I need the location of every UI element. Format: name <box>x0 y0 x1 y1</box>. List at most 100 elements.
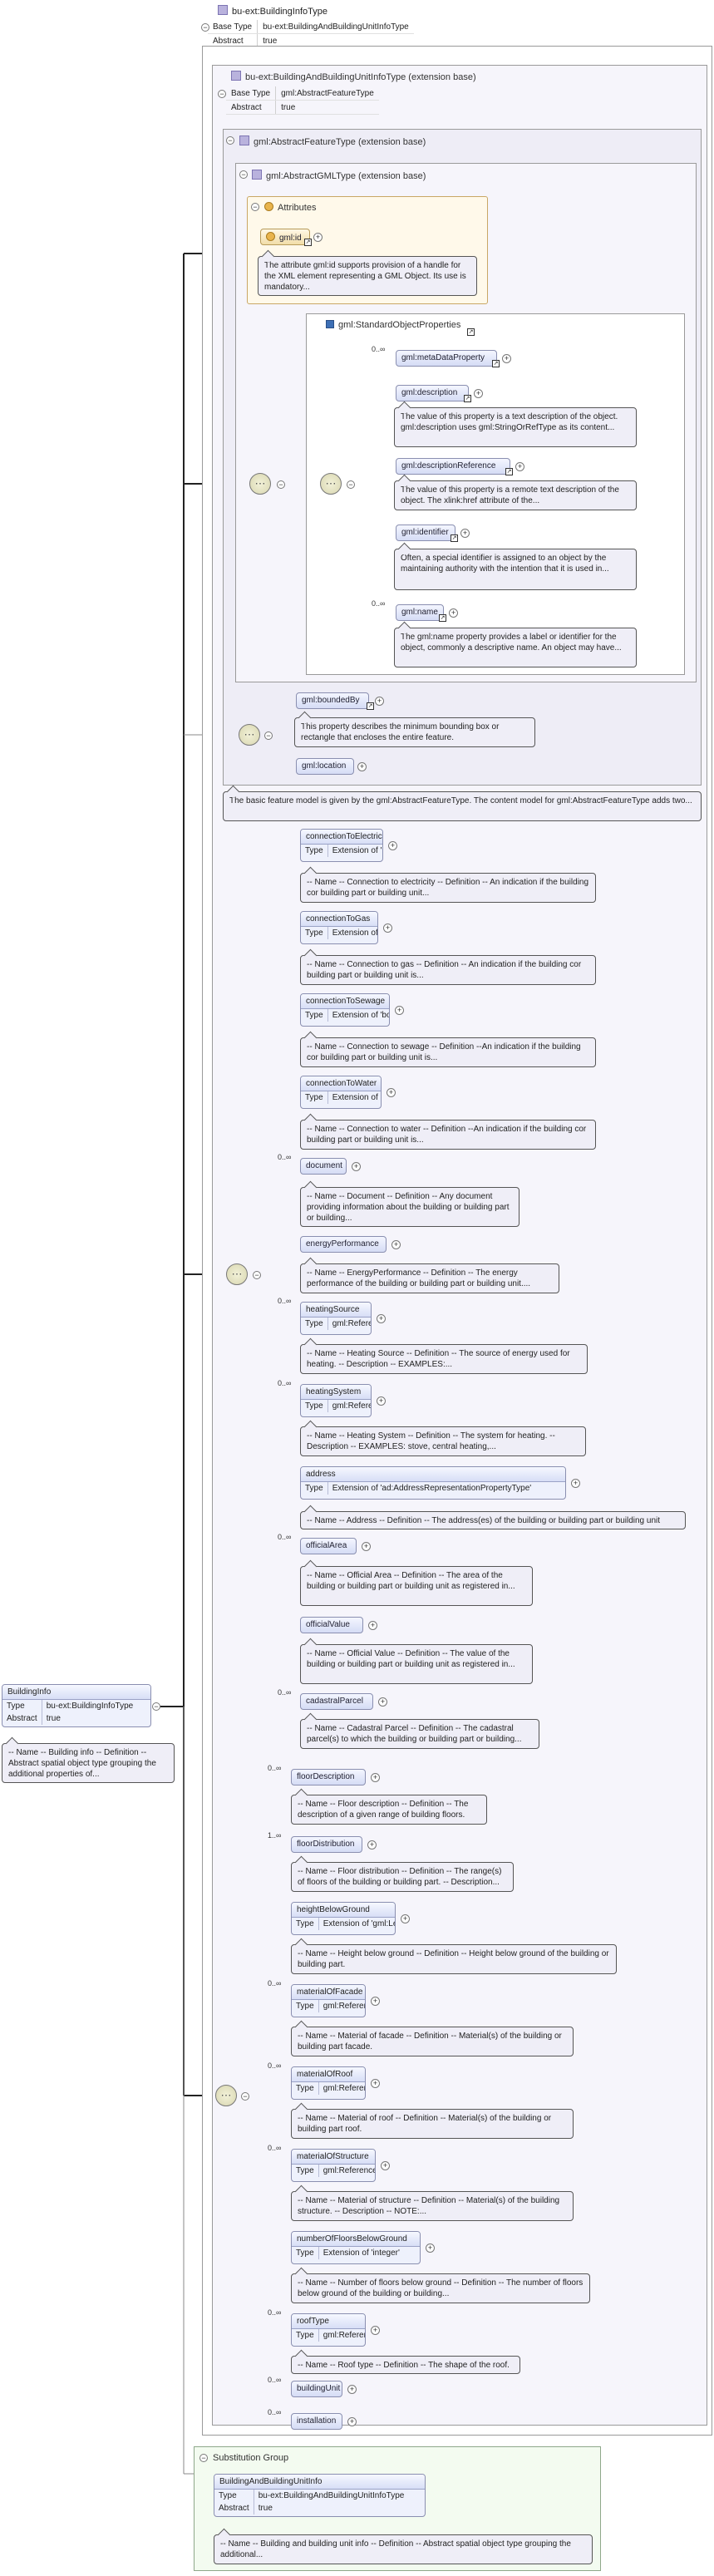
reference-icon: ↗ <box>464 395 471 402</box>
expand-button[interactable]: + <box>387 1088 396 1097</box>
type-label: Type <box>214 2490 254 2502</box>
collapse-toggle[interactable]: − <box>218 90 226 98</box>
expand-button[interactable]: + <box>352 1162 361 1171</box>
expand-button[interactable]: + <box>391 1240 401 1249</box>
gml-id-attribute[interactable]: gml:id <box>260 229 310 245</box>
element-buildingunit[interactable]: buildingUnit <box>291 2381 342 2397</box>
collapse-toggle[interactable]: − <box>241 2092 249 2101</box>
element-gml-descriptionreference[interactable]: gml:descriptionReference <box>396 458 510 475</box>
complex-type-icon <box>231 71 241 81</box>
documentation-text: -- Name -- Connection to water -- Defini… <box>307 1125 587 1145</box>
expand-button[interactable]: + <box>388 841 397 850</box>
expand-button[interactable]: + <box>347 2385 357 2394</box>
expand-button[interactable]: + <box>571 1479 580 1488</box>
expand-button[interactable]: + <box>460 529 470 538</box>
expand-button[interactable]: + <box>502 354 511 363</box>
type-value: gml:ReferenceType <box>323 2002 365 2011</box>
element-officialvalue[interactable]: officialValue <box>300 1617 363 1633</box>
element-gml-name[interactable]: gml:name <box>396 604 444 621</box>
expand-button[interactable]: + <box>395 1006 404 1015</box>
documentation-text: -- Name -- Floor distribution -- Definit… <box>298 1867 502 1887</box>
documentation-text: Often, a special identifier is assigned … <box>401 554 609 574</box>
element-floordescription[interactable]: floorDescription <box>291 1769 366 1785</box>
documentation-note: -- Name -- Material of facade -- Definit… <box>291 2020 574 2056</box>
element-floordistribution[interactable]: floorDistribution <box>291 1836 362 1853</box>
expand-button[interactable]: + <box>377 1396 386 1406</box>
type-value: gml:ReferenceType <box>332 1401 371 1411</box>
type-label: Type <box>2 1700 42 1712</box>
expand-button[interactable]: + <box>515 462 524 471</box>
collapse-toggle[interactable]: − <box>253 1271 261 1279</box>
element-officialarea[interactable]: officialArea <box>300 1538 357 1554</box>
documentation-note: -- Name -- Connection to electricity -- … <box>300 866 596 903</box>
expand-button[interactable]: + <box>362 1542 371 1551</box>
documentation-text: -- Name -- Official Area -- Definition -… <box>307 1571 515 1591</box>
expand-button[interactable]: + <box>474 389 483 398</box>
element-gml-location[interactable]: gml:location <box>296 758 354 775</box>
type-value: gml:ReferenceType <box>323 2166 375 2175</box>
type-label: Type <box>292 2247 319 2259</box>
expand-button[interactable]: + <box>381 2161 390 2170</box>
element-gml-identifier[interactable]: gml:identifier <box>396 525 455 541</box>
expand-button[interactable]: + <box>377 1314 386 1323</box>
expand-button[interactable]: + <box>375 697 384 706</box>
expand-button[interactable]: + <box>449 608 458 618</box>
element-cadastralparcel[interactable]: cadastralParcel <box>300 1693 373 1710</box>
expand-button[interactable]: + <box>357 762 367 771</box>
base-type-value: gml:AbstractFeatureType <box>275 86 379 101</box>
element-energyperformance[interactable]: energyPerformance <box>300 1236 387 1253</box>
documentation-note: -- Name -- Material of structure -- Defi… <box>291 2184 574 2221</box>
occurrence-label: 0..∞ <box>372 599 386 608</box>
expand-button[interactable]: + <box>313 233 323 242</box>
collapse-toggle[interactable]: − <box>226 136 234 145</box>
expand-button[interactable]: + <box>371 1773 380 1782</box>
collapse-toggle[interactable]: − <box>277 480 285 489</box>
collapse-toggle[interactable]: − <box>251 203 259 211</box>
element-document[interactable]: document <box>300 1158 347 1175</box>
documentation-text: -- Name -- Height below ground -- Defini… <box>298 1949 609 1969</box>
expand-button[interactable]: + <box>426 2244 435 2253</box>
type-value: bu-ext:BuildingAndBuildingUnitInfoType <box>258 2491 405 2500</box>
expand-button[interactable]: + <box>367 1840 377 1849</box>
documentation-text: -- Name -- Connection to gas -- Definiti… <box>307 960 582 980</box>
expand-button[interactable]: + <box>347 2417 357 2426</box>
expand-button[interactable]: + <box>371 2079 380 2088</box>
type-value: bu-ext:BuildingInfoType <box>46 1702 134 1711</box>
collapse-toggle[interactable]: − <box>199 2454 208 2462</box>
element-gml-description[interactable]: gml:description <box>396 385 469 401</box>
collapse-toggle[interactable]: − <box>152 1702 160 1711</box>
occurrence-label: 0..∞ <box>268 2408 282 2416</box>
element-name: connectionToWater <box>301 1076 381 1091</box>
element-gml-boundedby[interactable]: gml:boundedBy <box>296 692 369 709</box>
expand-button[interactable]: + <box>368 1621 377 1630</box>
type-label: Type <box>301 1091 328 1104</box>
expand-button[interactable]: + <box>371 1997 380 2006</box>
expand-button[interactable]: + <box>383 924 392 933</box>
expand-button[interactable]: + <box>371 2326 380 2335</box>
collapse-toggle[interactable]: − <box>347 480 355 489</box>
collapse-toggle[interactable]: − <box>264 731 273 740</box>
element-gml-metadataproperty[interactable]: gml:metaDataProperty <box>396 350 497 367</box>
sequence-compositor-icon: ⋯ <box>226 1263 248 1285</box>
type-label: Type <box>301 1400 328 1412</box>
collapse-toggle[interactable]: − <box>239 170 248 179</box>
expand-button[interactable]: + <box>401 1914 410 1923</box>
expand-button[interactable]: + <box>378 1697 387 1707</box>
element-installation[interactable]: installation <box>291 2413 342 2430</box>
